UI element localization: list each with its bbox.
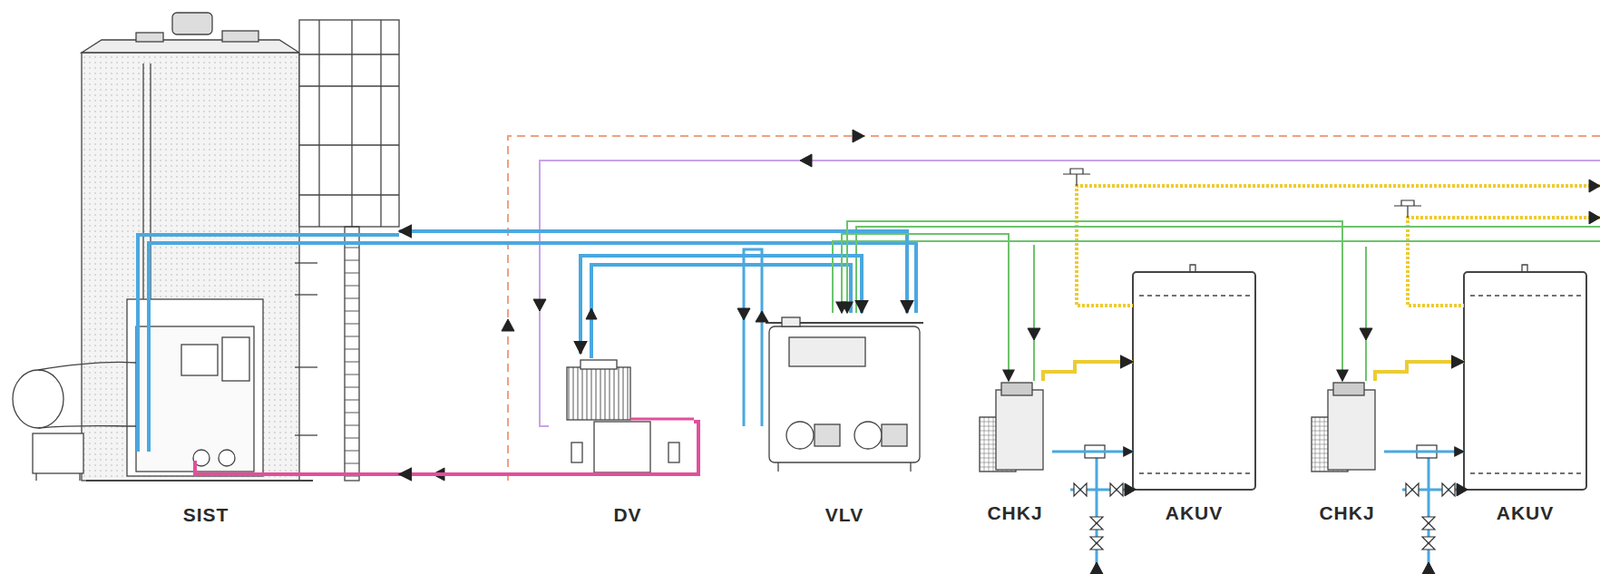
feed-tank xyxy=(32,433,84,474)
blue-pipe xyxy=(591,264,851,359)
pipe-connector xyxy=(1043,361,1133,381)
valve xyxy=(1405,483,1419,497)
chkj-unit: CHKJ xyxy=(1309,380,1385,475)
chkj-unit xyxy=(1327,390,1376,470)
green-line xyxy=(856,226,1600,313)
equipment-label: AKUV xyxy=(1493,502,1558,525)
valve xyxy=(1090,536,1103,550)
green-line xyxy=(1034,244,1366,381)
silo-motor xyxy=(172,12,213,35)
valve xyxy=(1422,536,1435,550)
silo-roof xyxy=(81,39,300,53)
pipe-connector xyxy=(1052,450,1133,454)
accumulation-tank xyxy=(1463,272,1587,490)
equipment-label: AKUV xyxy=(1162,502,1227,525)
vlv-unit: VLV xyxy=(765,312,924,474)
pipe-connector xyxy=(399,421,699,475)
blue-pipe xyxy=(743,249,762,427)
dv-tank xyxy=(594,421,651,473)
pipe-connector xyxy=(1375,361,1464,381)
accumulation-tank xyxy=(1132,272,1256,490)
boiler xyxy=(136,326,254,472)
stair-tower xyxy=(299,19,400,227)
yellow-line xyxy=(1076,185,1600,306)
blue-pipe xyxy=(148,243,917,452)
pump xyxy=(854,421,882,449)
pipe-connector xyxy=(1384,450,1464,454)
chkj-unit xyxy=(995,390,1044,470)
heat-exchanger-unit: DV xyxy=(561,353,694,475)
valve xyxy=(1073,483,1087,497)
equipment-label: CHKJ xyxy=(1316,502,1377,525)
air-vent xyxy=(1063,168,1091,186)
valve xyxy=(1422,517,1435,530)
pump xyxy=(786,421,814,449)
purple-line xyxy=(539,160,1600,427)
valve xyxy=(1090,517,1103,530)
air-vent xyxy=(1394,200,1422,218)
heat-exchanger xyxy=(566,367,631,420)
silo-body xyxy=(81,52,300,481)
chkj-unit: CHKJ xyxy=(977,380,1053,475)
dashed-return xyxy=(507,136,1600,481)
blue-pipe xyxy=(1070,451,1134,567)
accumulation-tank: AKUV xyxy=(1463,268,1587,492)
vlv-body xyxy=(769,326,920,463)
pink-pipe xyxy=(630,418,694,421)
equipment-label: DV xyxy=(610,504,644,527)
pink-pipe xyxy=(195,460,400,475)
equipment-label: CHKJ xyxy=(984,502,1045,525)
equipment-label: SIST xyxy=(180,504,233,527)
blue-pipe xyxy=(1402,451,1466,567)
valve xyxy=(1442,483,1455,497)
feed-duct xyxy=(12,370,64,429)
boiler-silo: SIST xyxy=(12,9,400,481)
pipe-connector xyxy=(847,221,1343,381)
green-line xyxy=(832,241,1600,313)
pipe-connector xyxy=(841,234,1009,381)
equipment-label: VLV xyxy=(822,504,867,527)
ladder xyxy=(344,226,360,481)
valve xyxy=(1110,483,1123,497)
pipe-connector xyxy=(580,255,862,354)
yellow-line xyxy=(1407,217,1600,306)
pipe-connector xyxy=(399,231,908,313)
blue-pipe xyxy=(137,234,400,452)
accumulation-tank: AKUV xyxy=(1132,268,1256,492)
